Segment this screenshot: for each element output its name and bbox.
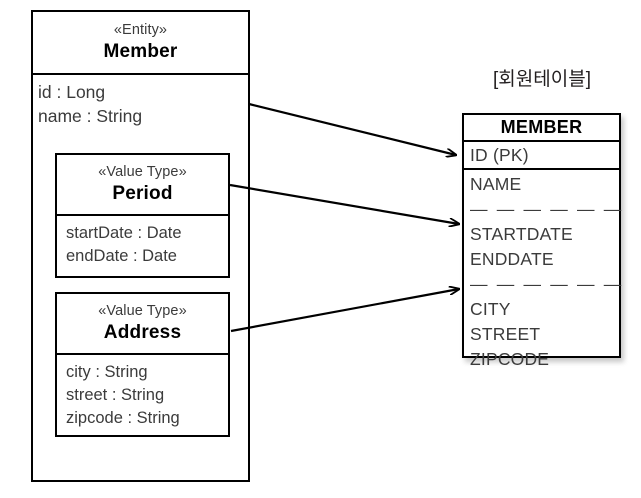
member-attribute-list: id : Long name : String xyxy=(38,80,238,128)
period-attribute-enddate: endDate : Date xyxy=(66,247,177,265)
address-stereotype: «Value Type» xyxy=(98,303,187,319)
member-attribute-name: name : String xyxy=(38,106,143,126)
table-group-separator-2: — — — — — — xyxy=(470,274,624,294)
address-attribute-city: city : String xyxy=(66,363,148,381)
member-entity-header: «Entity» Member xyxy=(33,12,248,75)
table-column-city: CITY xyxy=(470,299,511,319)
period-attribute-list: startDate : Date endDate : Date xyxy=(66,222,232,268)
period-header: «Value Type» Period xyxy=(57,155,228,216)
period-value-type-box[interactable]: «Value Type» Period startDate : Date end… xyxy=(55,153,230,278)
table-column-id-pk: ID (PK) xyxy=(464,142,619,170)
address-value-type-box[interactable]: «Value Type» Address city : String stree… xyxy=(55,292,230,437)
table-name-header: MEMBER xyxy=(464,115,619,142)
table-column-id-pk-label: ID (PK) xyxy=(470,144,529,165)
address-attribute-street: street : String xyxy=(66,386,165,404)
period-stereotype: «Value Type» xyxy=(98,164,187,180)
table-column-street: STREET xyxy=(470,324,541,344)
table-column-list: NAME — — — — — — STARTDATE ENDDATE — — —… xyxy=(470,172,624,372)
member-attribute-id: id : Long xyxy=(38,82,106,102)
table-group-separator-1: — — — — — — xyxy=(470,199,624,219)
member-class-name: Member xyxy=(103,41,178,62)
member-stereotype: «Entity» xyxy=(113,22,168,38)
table-caption-label: [회원테이블] xyxy=(493,69,591,90)
table-column-enddate: ENDDATE xyxy=(470,249,554,269)
period-attribute-startdate: startDate : Date xyxy=(66,224,182,242)
address-class-name: Address xyxy=(103,322,182,343)
period-class-name: Period xyxy=(112,183,173,204)
connector-period-to-startdate xyxy=(229,183,459,224)
address-attribute-zipcode: zipcode : String xyxy=(66,409,180,427)
table-column-startdate: STARTDATE xyxy=(470,224,573,244)
address-header: «Value Type» Address xyxy=(57,294,228,355)
table-column-zipcode: ZIPCODE xyxy=(470,349,550,369)
connector-address-to-city xyxy=(230,289,459,333)
member-db-table[interactable]: MEMBER ID (PK) NAME — — — — — — STARTDAT… xyxy=(462,113,621,369)
connector-member-to-id xyxy=(248,102,456,155)
table-column-name: NAME xyxy=(470,174,522,194)
address-attribute-list: city : String street : String zipcode : … xyxy=(66,361,232,430)
